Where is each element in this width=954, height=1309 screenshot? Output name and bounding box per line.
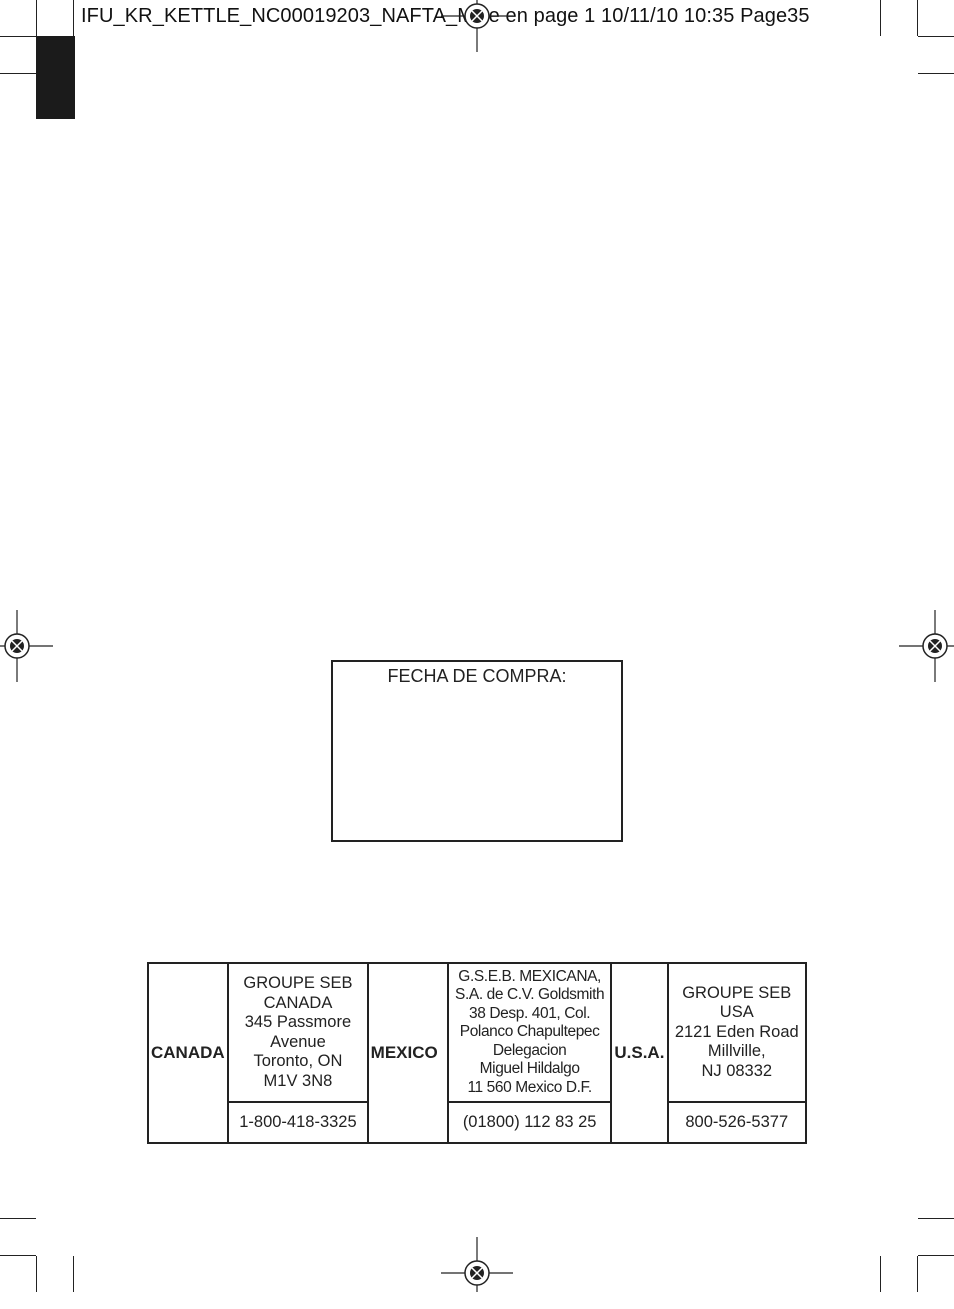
crop-mark (73, 0, 74, 36)
registration-mark-icon (441, 0, 513, 52)
address-line: Avenue (270, 1032, 326, 1051)
address-line: 2121 Eden Road (674, 1022, 799, 1041)
purchase-date-label: FECHA DE COMPRA: (387, 666, 567, 686)
language-tab (36, 36, 75, 119)
address-line: CANADA (263, 993, 333, 1012)
crop-mark (918, 73, 954, 74)
address-usa: GROUPE SEB USA 2121 Eden Road Millville,… (666, 962, 808, 1103)
crop-mark (917, 0, 918, 36)
crop-mark (36, 0, 37, 36)
address-line: GROUPE SEB (243, 974, 353, 992)
address-line: Toronto, ON (253, 1052, 343, 1070)
registration-mark-icon (899, 610, 954, 682)
country-usa: U.S.A. (610, 962, 669, 1144)
crop-mark (918, 36, 954, 37)
address-line: 11 560 Mexico D.F. (467, 1078, 592, 1096)
address-canada: GROUPE SEB CANADA 345 Passmore Avenue To… (227, 962, 369, 1103)
crop-mark (0, 1255, 36, 1256)
address-line: Miguel Hildalgo (479, 1060, 580, 1078)
crop-mark (0, 1218, 36, 1219)
address-line: S.A. de C.V. Goldsmith (455, 986, 605, 1004)
registration-mark-icon (0, 610, 53, 682)
crop-mark (917, 1256, 918, 1292)
phone-mexico: (01800) 112 83 25 (446, 1101, 613, 1144)
address-line: Millville, (707, 1042, 766, 1061)
address-line: NJ 08332 (701, 1061, 773, 1080)
registration-mark-icon (441, 1237, 513, 1292)
address-line: 38 Desp. 401, Col. (469, 1004, 591, 1022)
crop-mark (0, 36, 36, 37)
phone-canada: 1-800-418-3325 (227, 1101, 369, 1144)
crop-mark (918, 1218, 954, 1219)
address-line: M1V 3N8 (263, 1071, 333, 1090)
crop-mark (73, 1256, 74, 1292)
service-contacts-table: CANADA GROUPE SEB CANADA 345 Passmore Av… (146, 962, 808, 1144)
address-line: G.S.E.B. MEXICANA, (458, 967, 601, 985)
address-line: 345 Passmore (244, 1013, 352, 1031)
crop-mark (36, 1256, 37, 1292)
phone-usa: 800-526-5377 (666, 1101, 808, 1144)
address-line: Delegacion (492, 1041, 567, 1059)
purchase-date-box[interactable]: FECHA DE COMPRA: (331, 660, 623, 842)
country-canada: CANADA (146, 962, 230, 1144)
country-mexico: MEXICO (366, 962, 449, 1144)
crop-mark (880, 0, 881, 36)
address-mexico: G.S.E.B. MEXICANA, S.A. de C.V. Goldsmit… (446, 962, 613, 1103)
crop-mark (880, 1256, 881, 1292)
crop-mark (918, 1255, 954, 1256)
address-line: GROUPE SEB (682, 983, 792, 1002)
address-line: Polanco Chapultepec (459, 1023, 600, 1041)
address-line: USA (719, 1003, 754, 1022)
crop-mark (0, 73, 36, 74)
